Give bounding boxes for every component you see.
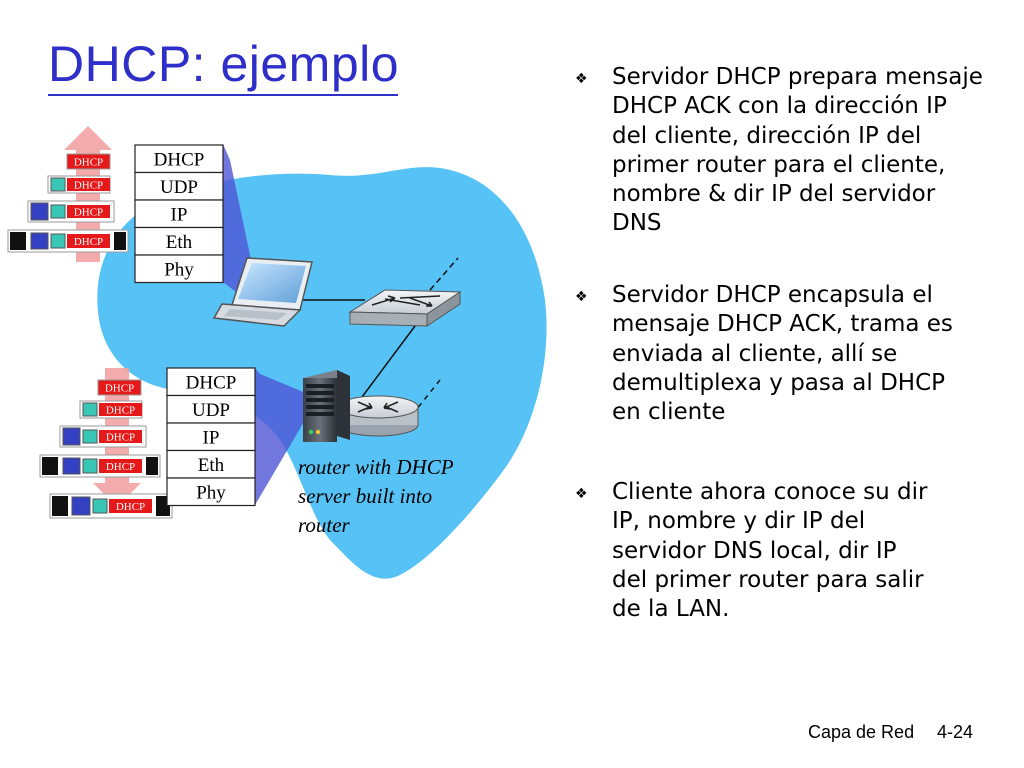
- packet-label: DHCP: [116, 501, 145, 513]
- stack-layer-udp: UDP: [166, 394, 256, 424]
- stack-layer-ip: IP: [134, 199, 224, 229]
- router-caption-line: server built into: [298, 484, 432, 508]
- packet-ip: DHCP: [59, 425, 147, 448]
- diamond-bullet-icon: ❖: [575, 71, 588, 87]
- laptop-client-icon: [212, 257, 313, 327]
- bullet-item: ❖ Servidor DHCP encapsula el mensaje DHC…: [575, 281, 1015, 427]
- diamond-bullet-icon: ❖: [575, 486, 588, 502]
- stack-layer-label: Eth: [166, 232, 193, 253]
- bullet-text: Cliente ahora conoce su dir IP, nombre y…: [612, 479, 928, 623]
- packet-label: DHCP: [106, 405, 135, 417]
- bullet-item: ❖ Cliente ahora conoce su dir IP, nombre…: [575, 478, 1015, 624]
- stack-layer-label: Eth: [198, 455, 225, 476]
- packet-ip: DHCP: [27, 200, 115, 223]
- packet-udp: DHCP: [79, 400, 143, 419]
- stack-layer-phy: Phy: [166, 477, 256, 507]
- router-caption-line: router: [298, 513, 351, 537]
- stack-layer-label: UDP: [160, 177, 198, 198]
- stack-layer-eth: Eth: [134, 226, 224, 256]
- stack-layer-udp: UDP: [134, 171, 224, 201]
- stack-layer-dhcp: DHCP: [166, 367, 256, 397]
- link-switch-upstream: [429, 257, 459, 291]
- link-router-upstream: [411, 379, 441, 416]
- switch-icon: [348, 289, 462, 327]
- packet-dhcp: DHCP: [97, 379, 142, 396]
- router-caption-line: router with DHCP: [298, 455, 454, 479]
- packet-udp: DHCP: [47, 175, 111, 194]
- stack-layer-label: Phy: [164, 259, 194, 280]
- stack-layer-eth: Eth: [166, 449, 256, 479]
- packet-eth: DHCP: [7, 229, 129, 253]
- diamond-bullet-icon: ❖: [575, 289, 588, 305]
- stack-layer-dhcp: DHCP: [134, 144, 224, 174]
- bullet-text: Servidor DHCP prepara mensaje DHCP ACK c…: [612, 64, 983, 237]
- packet-label: DHCP: [106, 432, 135, 444]
- bullet-item: ❖ Servidor DHCP prepara mensaje DHCP ACK…: [575, 63, 1015, 239]
- callout-bottom-stack: [255, 368, 318, 505]
- footer-page-number: 4-24: [937, 722, 974, 742]
- dhcp-server-icon: [303, 370, 350, 442]
- packet-label: DHCP: [74, 207, 103, 219]
- page-title: DHCP: ejemplo: [48, 36, 400, 92]
- link-switch-router: [361, 321, 419, 398]
- router-caption: router with DHCP server built into router: [298, 455, 454, 537]
- packet-eth: DHCP: [39, 454, 161, 478]
- packet-label: DHCP: [74, 180, 103, 192]
- stack-layer-label: DHCP: [186, 372, 237, 393]
- packet-label: DHCP: [106, 461, 135, 473]
- stack-layer-ip: IP: [166, 422, 256, 452]
- packet-label: DHCP: [74, 157, 103, 169]
- packet-label: DHCP: [105, 383, 134, 395]
- router-icon: [337, 395, 419, 437]
- packet-dhcp: DHCP: [66, 153, 111, 170]
- stack-layer-label: IP: [203, 427, 220, 448]
- stack-layer-phy: Phy: [134, 254, 224, 284]
- title-underline: [48, 94, 398, 96]
- stack-layer-label: DHCP: [154, 149, 205, 170]
- stack-layer-label: IP: [171, 204, 188, 225]
- footer-section: Capa de Red: [808, 722, 915, 742]
- bullet-text: Servidor DHCP encapsula el mensaje DHCP …: [612, 282, 953, 426]
- packet-phy: DHCP: [49, 493, 173, 519]
- stack-layer-label: Phy: [196, 482, 226, 503]
- stack-layer-label: UDP: [192, 400, 230, 421]
- packet-label: DHCP: [74, 236, 103, 248]
